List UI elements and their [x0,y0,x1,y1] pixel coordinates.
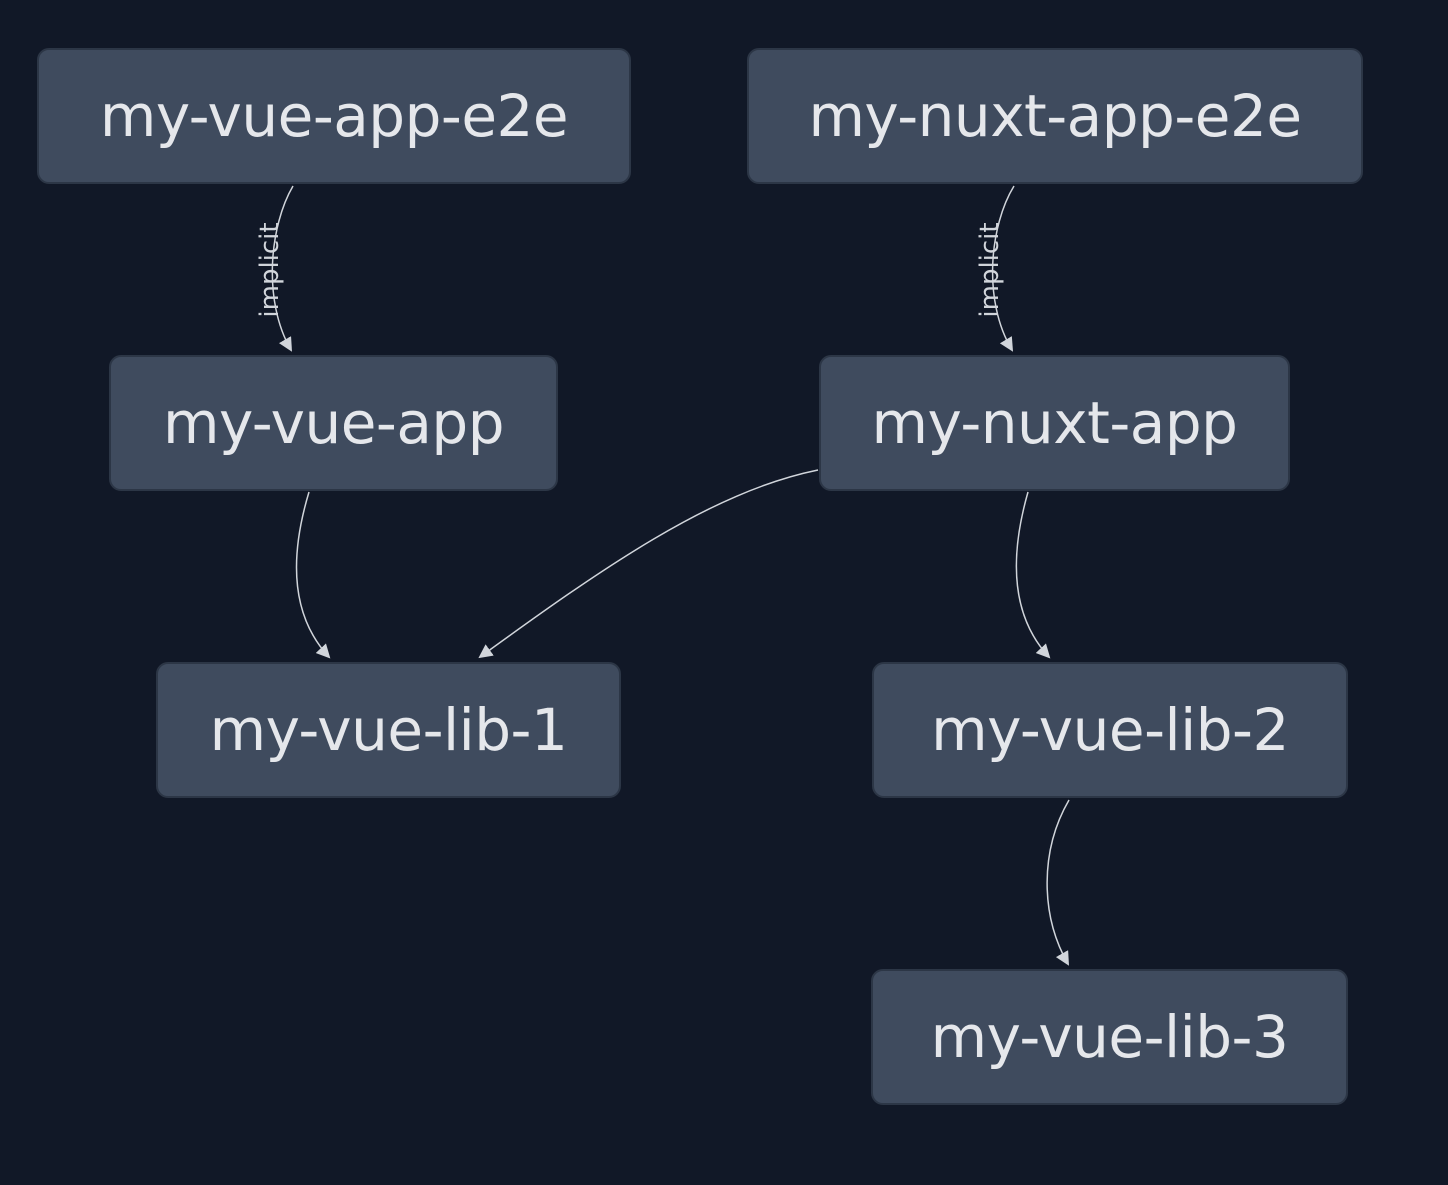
edge-vue-app-to-vue-lib-1 [295,491,331,659]
node-my-vue-app[interactable]: my-vue-app [109,355,558,491]
node-my-nuxt-app[interactable]: my-nuxt-app [819,355,1290,491]
edge-vue-app-e2e-to-vue-app [271,185,294,352]
node-my-vue-lib-3[interactable]: my-vue-lib-3 [871,969,1348,1105]
edge-nuxt-app-to-vue-lib-2 [1015,491,1051,659]
node-my-vue-app-e2e[interactable]: my-vue-app-e2e [37,48,631,184]
node-my-vue-lib-1[interactable]: my-vue-lib-1 [156,662,621,798]
edge-vue-lib-2-to-vue-lib-3 [1046,799,1070,966]
node-my-nuxt-app-e2e[interactable]: my-nuxt-app-e2e [747,48,1363,184]
edge-nuxt-app-e2e-to-nuxt-app [991,185,1015,352]
edge-label-implicit: implicit [255,222,285,317]
edge-nuxt-app-to-vue-lib-1 [478,469,819,659]
edge-label-implicit: implicit [975,222,1005,317]
node-my-vue-lib-2[interactable]: my-vue-lib-2 [872,662,1348,798]
